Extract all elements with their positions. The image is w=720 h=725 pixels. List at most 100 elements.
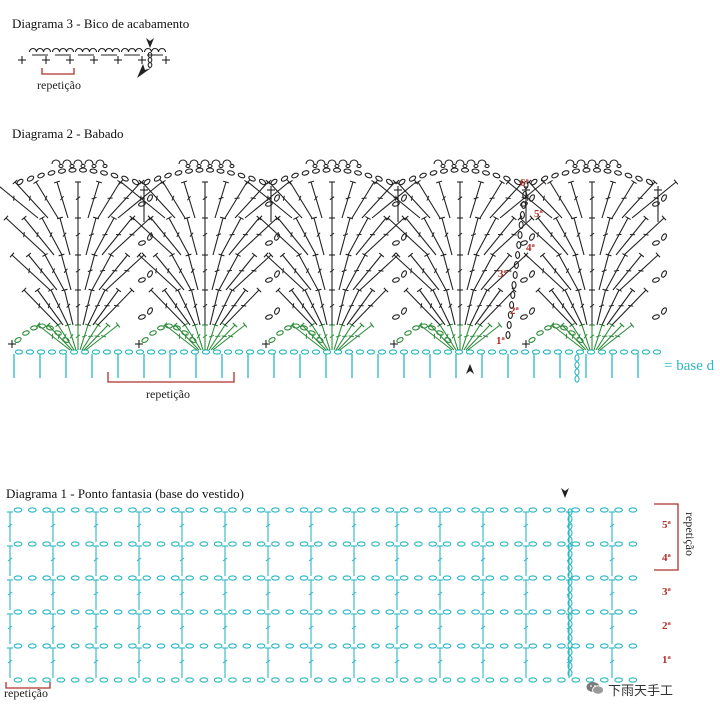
dc-stitch-slash [251,198,256,199]
chain-stitch [430,170,438,176]
chain-stitch [540,175,548,182]
dc-stitch-top [343,289,349,290]
chain-stitch [153,175,161,182]
chain-stitch [69,168,76,173]
chain-stitch [443,508,451,512]
chain-stitch [100,644,108,648]
chain-stitch [202,350,209,354]
chain-stitch [576,350,583,354]
dc-stitch [88,182,99,218]
chain-stitch [147,307,154,315]
chain-stitch [486,542,494,546]
chain-stitch [243,610,251,614]
chain-stitch [615,542,623,546]
diagram1-row-4-label: 4ª [662,552,671,564]
chain-stitch [629,508,637,512]
chain-stitch [635,175,643,182]
dc-stitch-slash [483,336,488,337]
chain-stitch [57,508,65,512]
picot-stitch [52,160,60,164]
picot-stitch [152,49,159,53]
chain-stitch [463,164,467,167]
diagram1-row-1-label: 1ª [662,654,671,666]
chain-stitch [543,610,551,614]
chain-stitch [572,168,580,173]
chain-stitch [16,178,24,186]
chain-stitch [274,307,281,315]
chain-stitch [488,350,495,354]
chain-stitch [257,542,265,546]
dc-stitch-slash [129,234,134,235]
chain-stitch [598,350,605,354]
chain-stitch [529,307,536,315]
chain-stitch [243,678,251,682]
dc-stitch-top [576,289,582,290]
dc-stitch-slash [100,270,105,271]
dc-stitch [60,218,70,255]
dc-stitch-slash [572,334,573,339]
chain-stitch [157,576,165,580]
chain-stitch [466,350,473,354]
dc-stitch [439,182,450,218]
chain-stitch [386,610,394,614]
chain-stitch [141,337,149,344]
chain-stitch [286,644,294,648]
chain-stitch [272,542,280,546]
chain-stitch [401,194,408,202]
chain-stitch [486,610,494,614]
chain-stitch [646,178,654,185]
repeat-bracket [108,372,234,382]
dc-stitch [237,218,277,255]
chain-stitch [315,678,323,682]
chain-stitch [615,610,623,614]
chain-stitch [29,576,37,580]
chain-stitch [308,330,316,336]
chain-stitch [43,542,51,546]
chain-stitch [529,270,536,278]
chain-stitch [433,350,440,354]
chain-stitch [70,350,77,354]
chain-stitch [492,172,500,178]
chain-stitch [357,644,365,648]
chain-stitch [452,164,456,167]
chain-stitch [286,678,294,682]
dc-stitch [213,218,223,255]
chain-stitch [129,678,137,682]
chain-stitch [138,240,146,246]
repeat-bracket [42,68,74,74]
chain-stitch [186,576,194,580]
dc-stitch [526,255,564,290]
chain-stitch [329,678,337,682]
picot-stitch [190,160,198,164]
chain-stitch [229,542,237,546]
diagram2-repeat-label: repetição [146,387,190,402]
chain-stitch [572,610,580,614]
chain-stitch [59,350,66,354]
chain-stitch [86,678,94,682]
chain-stitch [86,644,94,648]
chain-stitch [586,542,594,546]
dc-stitch-top [499,180,504,183]
chain-stitch [114,542,122,546]
chain-stitch [43,644,51,648]
chain-stitch [224,350,231,354]
dc-stitch-slash [251,270,256,271]
dc-stitch [340,325,372,350]
picot-stitch [339,160,347,164]
dc-stitch-top [417,288,422,292]
chain-stitch [400,644,408,648]
chain-stitch [513,272,517,279]
dc-stitch-slash [114,305,119,306]
chain-stitch [48,350,55,354]
chain-stitch [595,164,599,167]
chain-stitch [343,678,351,682]
chain-stitch [354,170,362,176]
chain-stitch [419,172,427,179]
dc-stitch-slash [482,270,487,271]
chain-stitch [214,644,222,648]
dc-stitch-slash [164,232,165,237]
chain-stitch [214,508,222,512]
diagram1-repeat-label-vertical: repetição [682,512,697,556]
chain-stitch [558,678,566,682]
